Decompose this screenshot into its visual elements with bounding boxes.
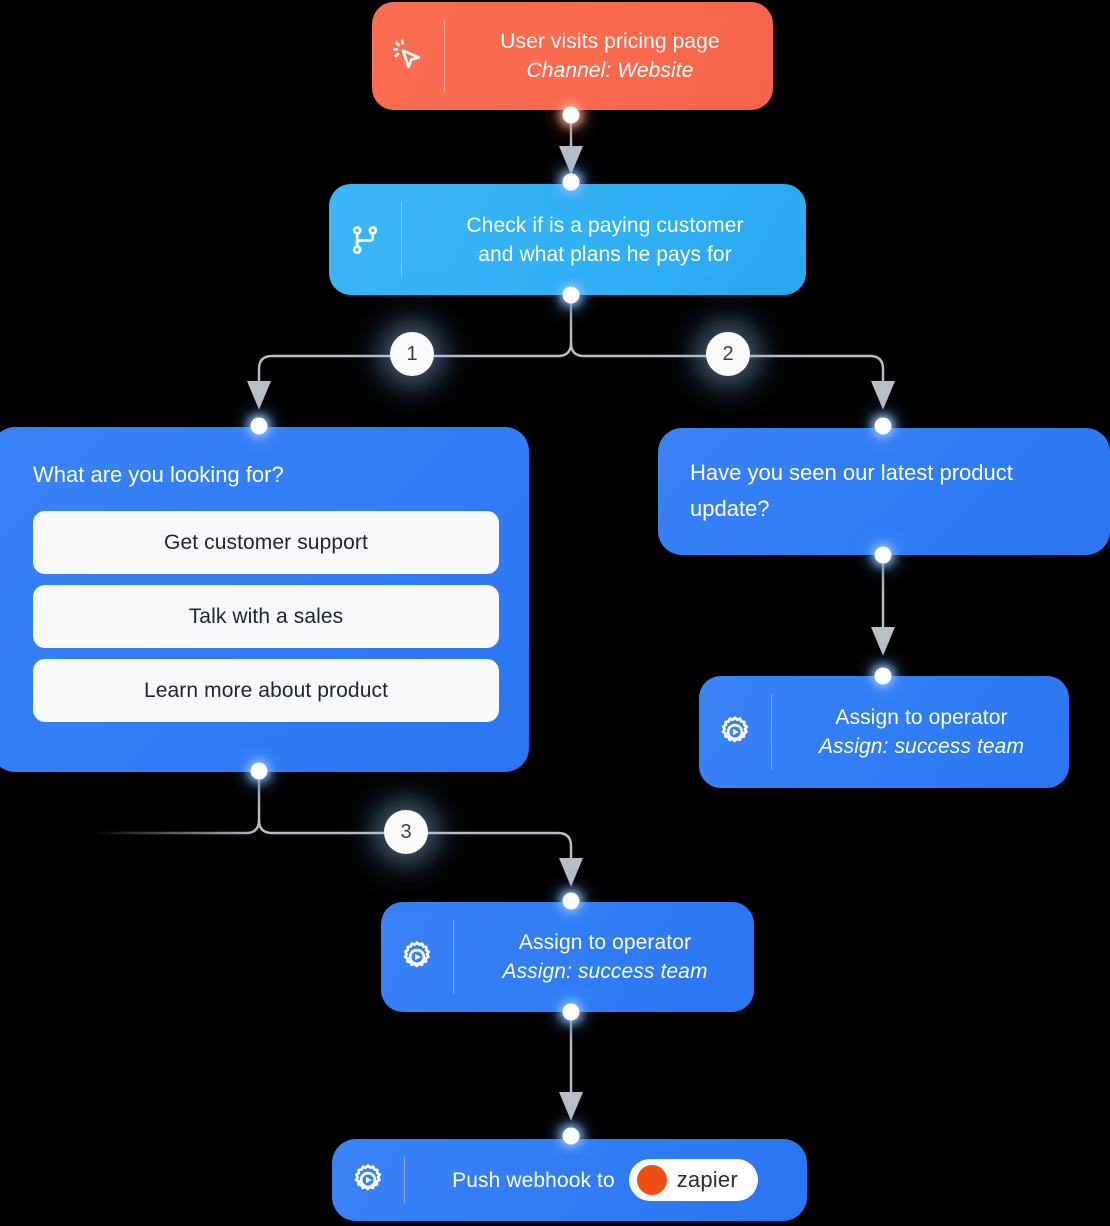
- wire-branch-3: [257, 818, 583, 887]
- options-list: Get customer support Talk with a sales L…: [0, 490, 529, 722]
- zapier-logo-icon: [636, 1165, 667, 1195]
- assign-bottom-title: Assign to operator: [518, 931, 692, 954]
- trigger-title: User visits pricing page: [500, 30, 720, 53]
- port-assign-bottom-out[interactable]: [562, 1003, 580, 1021]
- branch-badge-1[interactable]: 1: [390, 332, 434, 376]
- port-assign-right-in[interactable]: [874, 667, 892, 685]
- node-assign-to-operator-right[interactable]: Assign to operator Assign: success team: [699, 676, 1069, 788]
- gear-play-icon: [332, 1162, 404, 1198]
- assign-right-subtitle: Assign: success team: [818, 735, 1025, 758]
- gear-play-icon: [699, 714, 771, 750]
- assign-bottom-subtitle: Assign: success team: [502, 960, 708, 983]
- port-options-out[interactable]: [250, 762, 268, 780]
- node-trigger-user-visits-pricing-page[interactable]: User visits pricing page Channel: Websit…: [372, 2, 773, 110]
- icon-divider: [401, 202, 402, 277]
- webhook-body: Push webhook to zapier: [405, 1159, 807, 1201]
- icon-divider: [404, 1157, 405, 1203]
- zapier-integration-chip[interactable]: zapier: [628, 1159, 758, 1201]
- condition-title-line2: and what plans he pays for: [478, 242, 732, 266]
- port-condition-in[interactable]: [562, 173, 580, 191]
- assign-right-title: Assign to operator: [835, 706, 1008, 729]
- condition-title-line1: Check if is a paying customer: [466, 213, 744, 237]
- assign-bottom-body: Assign to operator Assign: success team: [454, 914, 754, 1000]
- port-assign-bottom-in[interactable]: [562, 892, 580, 910]
- port-update-out[interactable]: [874, 546, 892, 564]
- wire-branch-2: [569, 341, 895, 410]
- trigger-body: User visits pricing page Channel: Websit…: [445, 13, 773, 99]
- gear-play-icon: [381, 939, 453, 975]
- assign-right-body: Assign to operator Assign: success team: [772, 689, 1069, 775]
- update-question: Have you seen our latest product update?: [690, 460, 1013, 521]
- port-webhook-in[interactable]: [562, 1127, 580, 1145]
- port-update-in[interactable]: [874, 417, 892, 435]
- zapier-label: zapier: [676, 1167, 738, 1192]
- option-button-get-customer-support[interactable]: Get customer support: [33, 511, 499, 574]
- icon-divider: [453, 920, 454, 994]
- icon-divider: [771, 694, 772, 770]
- icon-divider: [444, 20, 445, 92]
- condition-body: Check if is a paying customer and what p…: [402, 197, 806, 283]
- option-button-talk-with-a-sales[interactable]: Talk with a sales: [33, 585, 499, 648]
- wire-branch-3-offscreen-stub: [90, 818, 261, 835]
- trigger-subtitle: Channel: Website: [526, 59, 694, 82]
- branch-badge-3[interactable]: 3: [384, 810, 428, 854]
- git-branch-icon: [329, 223, 401, 257]
- wire-branch-1: [247, 341, 573, 410]
- cursor-click-icon: [372, 39, 444, 73]
- port-trigger-out[interactable]: [562, 106, 580, 124]
- branch-badge-2[interactable]: 2: [706, 332, 750, 376]
- node-message-what-are-you-looking-for[interactable]: What are you looking for? Get customer s…: [0, 427, 529, 772]
- port-options-in[interactable]: [250, 417, 268, 435]
- node-assign-to-operator-bottom[interactable]: Assign to operator Assign: success team: [381, 902, 754, 1012]
- options-question: What are you looking for?: [33, 462, 284, 487]
- webhook-title: Push webhook to: [452, 1168, 615, 1192]
- option-button-learn-more-about-product[interactable]: Learn more about product: [33, 659, 499, 722]
- port-condition-out[interactable]: [562, 286, 580, 304]
- node-condition-check-paying-customer[interactable]: Check if is a paying customer and what p…: [329, 184, 806, 295]
- node-push-webhook-to-zapier[interactable]: Push webhook to zapier: [332, 1139, 807, 1221]
- node-message-latest-product-update[interactable]: Have you seen our latest product update?: [658, 428, 1110, 555]
